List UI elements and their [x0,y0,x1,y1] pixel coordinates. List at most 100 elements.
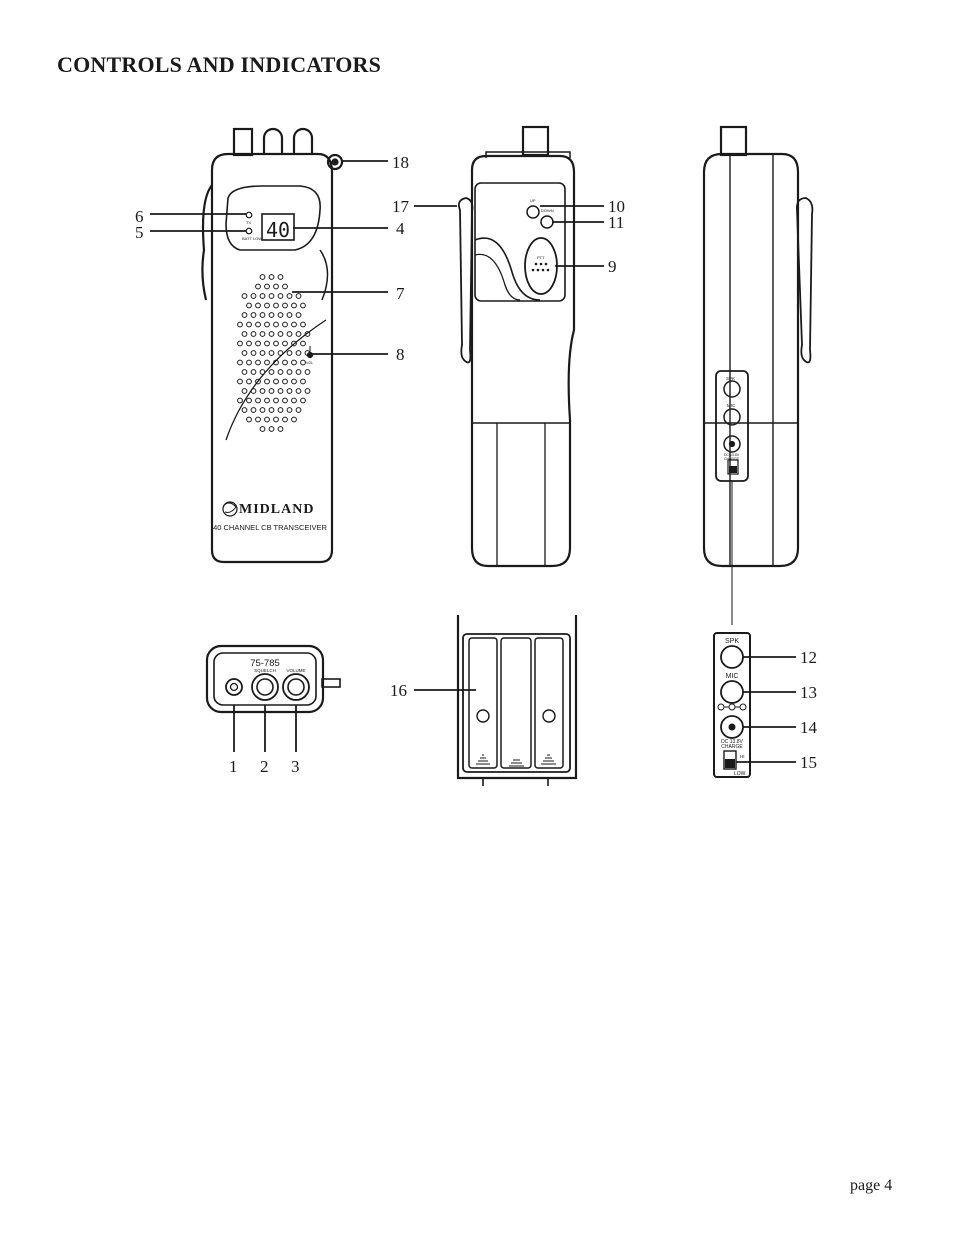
grille-hole [273,321,279,328]
mic-jack [720,680,744,704]
grille-hole [300,359,306,366]
grille-hole [273,340,279,347]
down-button [540,215,554,229]
grille-hole [304,331,311,337]
grille-hole [291,302,297,309]
up-button [526,205,540,219]
grille-hole [259,312,266,318]
top-knob-panel [205,644,341,714]
back-dc-label: DC 13.8V [724,453,740,457]
grille-hole [255,321,261,328]
grille-hole [264,378,270,385]
back-mic-label: MIC [727,403,736,408]
callout-16: 16 [390,681,407,700]
grille-hole [282,302,288,309]
grille-hole [250,369,257,375]
grille-hole [264,340,270,347]
grille-hole [277,426,284,432]
grille-hole [277,293,284,299]
grille-hole [277,388,284,394]
grille-hole [246,340,252,347]
grille-hole [250,388,257,394]
grille-hole [250,331,257,337]
spk-jack [720,645,744,669]
volume-knob-top [292,127,314,155]
callout-5: 5 [135,223,144,242]
callout-2: 2 [260,757,269,776]
brand-name: MIDLAND [239,502,314,517]
jack-hi-label: HI [740,754,745,759]
back-body [702,152,800,568]
callout-8: 8 [396,345,405,364]
grille-hole [286,293,293,299]
grille-hole [241,350,248,356]
grille-hole [268,407,275,413]
grille-hole [286,312,293,318]
squelch-label: SQUELCH [254,668,276,673]
grille-hole [255,416,261,423]
jack-mic-label: MIC [726,673,739,680]
grille-hole [277,274,284,280]
callout-4: 4 [396,219,405,238]
grille-hole [268,293,275,299]
grille-hole [268,350,275,356]
grille-hole [300,397,306,404]
antenna-jack [225,678,243,696]
grille-hole [268,312,275,318]
grille-hole [264,321,270,328]
callout-14: 14 [800,718,818,737]
grille-hole [241,312,248,318]
grille-hole [259,274,266,280]
grille-hole [295,331,302,337]
grille-hole [237,321,243,328]
back-belt-clip [796,197,814,364]
grille-hole [295,350,302,356]
speaker-grille [237,274,311,432]
volume-knob [282,673,310,701]
callout-18: 18 [392,153,409,172]
grille-hole [259,426,266,432]
battery-cell-1 [468,637,498,769]
lanyard-tab [321,678,341,688]
grille-hole [282,340,288,347]
radio-back-view [702,125,814,625]
jack-charge-label: CHARGE [721,744,743,750]
grille-hole [282,359,288,366]
grille-hole [268,426,275,432]
grille-hole [300,378,306,385]
grille-hole [250,312,257,318]
battery-shell [456,615,578,780]
side-panel [474,182,566,302]
grille-hole [255,359,261,366]
down-label: DOWN [541,208,554,213]
tx-label: TX [246,220,251,225]
ptt-label: PTT [537,255,545,260]
grille-hole [255,302,261,309]
grille-hole [273,397,279,404]
callout-10: 10 [608,197,625,216]
volume-label: VOLUME [286,668,305,673]
callout-11: 11 [608,213,624,232]
grille-hole [286,407,293,413]
grille-hole [291,321,297,328]
squelch-knob-top [262,127,284,155]
back-charge-label: CHARGE [724,457,740,461]
grille-hole [255,340,261,347]
grille-hole [250,350,257,356]
model-line: 40 CHANNEL CB TRANSCEIVER [213,523,327,532]
grille-hole [268,274,275,280]
grille-hole [255,378,261,385]
grille-hole [291,378,297,385]
vol-hint: VOL [306,361,313,365]
grille-hole [295,388,302,394]
belt-clip [457,197,474,364]
grille-hole [250,407,257,413]
side-grip [201,184,213,301]
grille-hole [241,293,248,299]
callout-3: 3 [291,757,300,776]
midland-logo: MIDLAND [222,501,314,517]
up-label: UP [530,198,536,203]
grille-hole [277,331,284,337]
callout-12: 12 [800,648,817,667]
grille-hole [277,369,284,375]
